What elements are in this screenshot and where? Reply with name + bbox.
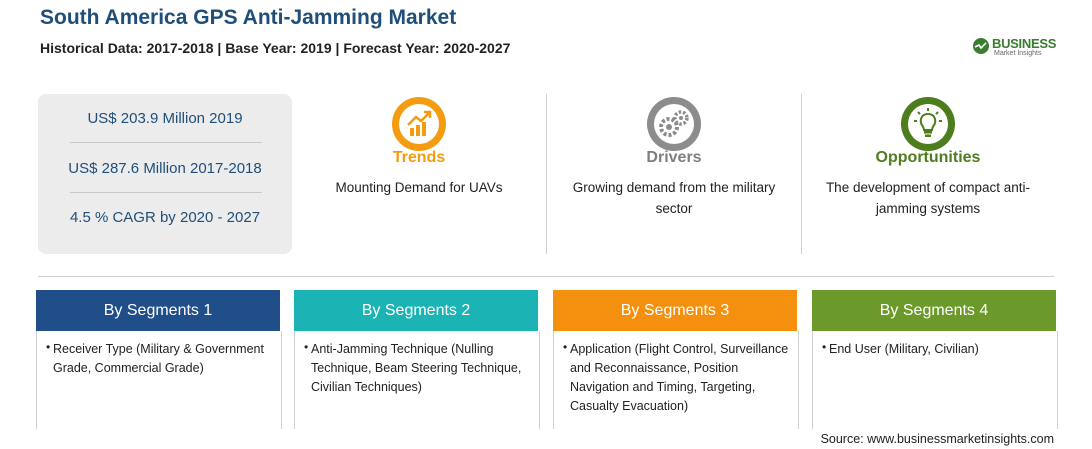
- bullet-icon: •: [822, 340, 827, 354]
- page-subtitle: Historical Data: 2017-2018 | Base Year: …: [40, 40, 511, 56]
- column-divider: [546, 94, 547, 254]
- chart-up-icon: [392, 97, 446, 151]
- opportunities-title: Opportunities: [875, 149, 981, 166]
- bullet-icon: •: [304, 340, 309, 354]
- stats-divider: [70, 142, 262, 143]
- logo-text: BUSINESS: [992, 36, 1057, 51]
- segment-2-header: By Segments 2: [294, 290, 538, 331]
- globe-icon: [973, 38, 989, 54]
- stat-market-size-2019: US$ 203.9 Million 2019: [87, 110, 243, 127]
- segment-1-body: • Receiver Type (Military & Government G…: [36, 331, 282, 429]
- segment-3-body: • Application (Flight Control, Surveilla…: [553, 331, 799, 429]
- brand-logo: BUSINESS Market Insights: [972, 33, 1062, 61]
- lightbulb-icon: [901, 97, 955, 151]
- opportunities-desc: The development of compact anti-jamming …: [825, 180, 1031, 216]
- segment-3-header: By Segments 3: [553, 290, 797, 331]
- drivers-desc: Growing demand from the military sector: [572, 180, 776, 216]
- trends-desc: Mounting Demand for UAVs: [335, 180, 503, 195]
- stat-market-size-historic: US$ 287.6 Million 2017-2018: [68, 160, 262, 177]
- stat-cagr: 4.5 % CAGR by 2020 - 2027: [69, 209, 261, 226]
- section-divider: [38, 276, 1054, 277]
- segment-2-text: Anti-Jamming Technique (Nulling Techniqu…: [311, 342, 522, 394]
- segment-4-header: By Segments 4: [812, 290, 1056, 331]
- stats-divider: [70, 192, 262, 193]
- segment-1-text: Receiver Type (Military & Government Gra…: [53, 342, 264, 375]
- trends-title: Trends: [392, 149, 446, 166]
- segment-3-text: Application (Flight Control, Surveillanc…: [570, 342, 789, 413]
- logo-subtext: Market Insights: [994, 50, 1042, 57]
- column-divider: [801, 94, 802, 254]
- page-title: South America GPS Anti-Jamming Market: [40, 6, 457, 29]
- bullet-icon: •: [563, 340, 568, 354]
- stats-panel: US$ 203.9 Million 2019 US$ 287.6 Million…: [38, 94, 292, 254]
- segment-1-header: By Segments 1: [36, 290, 280, 331]
- segment-2-body: • Anti-Jamming Technique (Nulling Techni…: [294, 331, 540, 429]
- source-note: Source: www.businessmarketinsights.com: [820, 432, 1054, 446]
- segment-4-text: End User (Military, Civilian): [829, 342, 979, 356]
- segment-4-body: • End User (Military, Civilian): [812, 331, 1058, 429]
- drivers-title: Drivers: [646, 149, 702, 166]
- bullet-icon: •: [46, 340, 51, 354]
- gears-icon: [647, 97, 701, 151]
